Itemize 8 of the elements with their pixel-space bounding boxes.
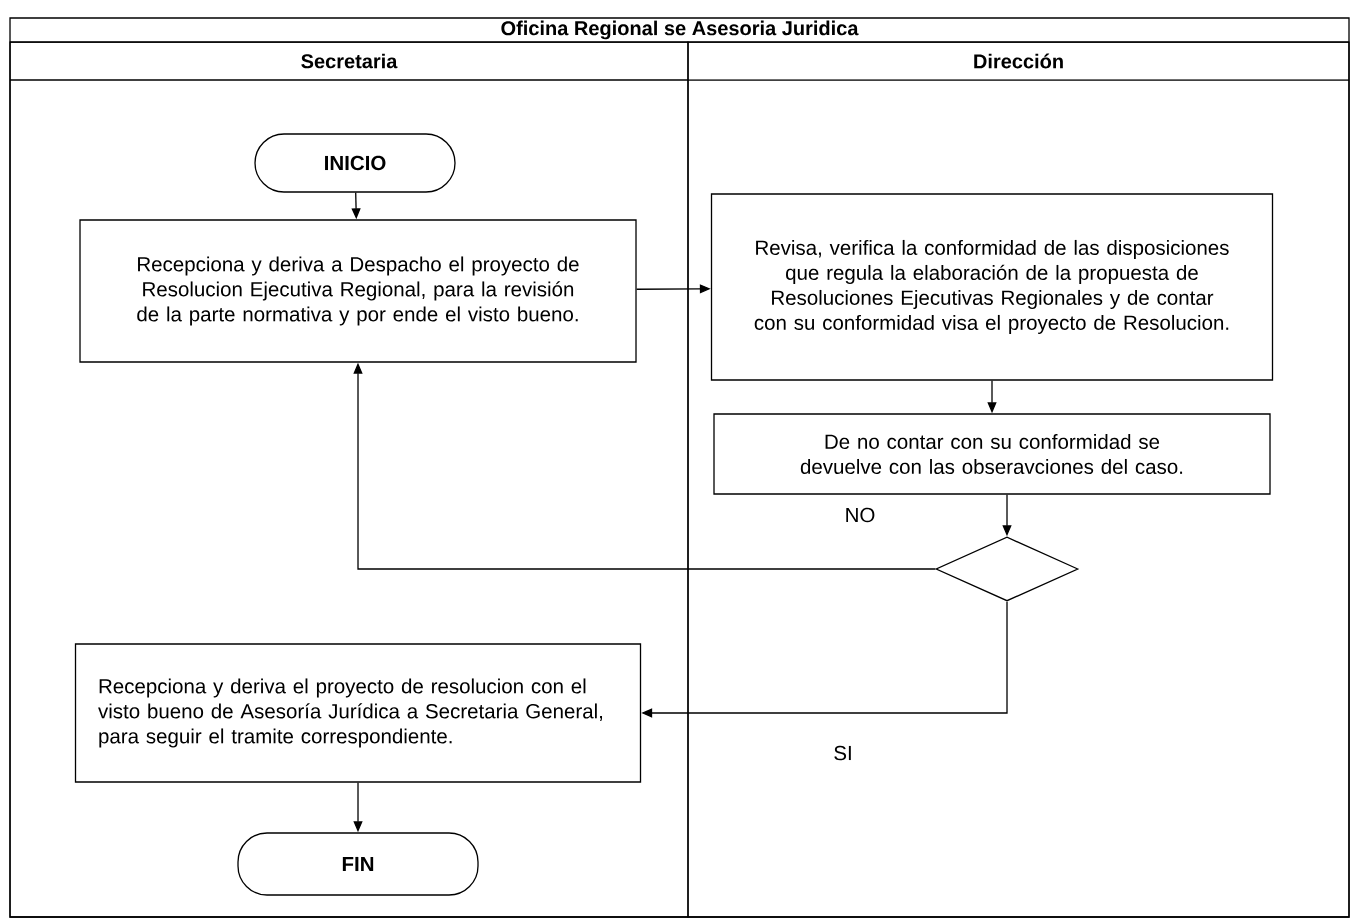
process-box: Revisa, verifica la conformidad de las disposiciones que regula la elaboración de la propuesta de Resoluciones Ejecutivas Regionales y de contar con su conformidad visa el proyecto de Resolucion. xyxy=(710,193,1274,381)
edge-label: NO xyxy=(842,505,878,525)
process-box: De no contar con su conformidad se devuelve con las obseravciones del caso. xyxy=(713,413,1271,495)
edge-label: SI xyxy=(831,743,855,763)
process-box: Recepciona y deriva a Despacho el proyecto de Resolucion Ejecutiva Regional, para la revisión de la parte normativa y por ende el visto bueno. xyxy=(79,219,637,363)
process-box: Recepciona y deriva el proyecto de resolucion con el visto bueno de Asesoría Jurídica a Secretaria General, para seguir el tramite correspondiente. xyxy=(74,643,642,783)
terminal-box: FIN xyxy=(237,832,479,896)
terminal-box: INICIO xyxy=(254,133,456,193)
